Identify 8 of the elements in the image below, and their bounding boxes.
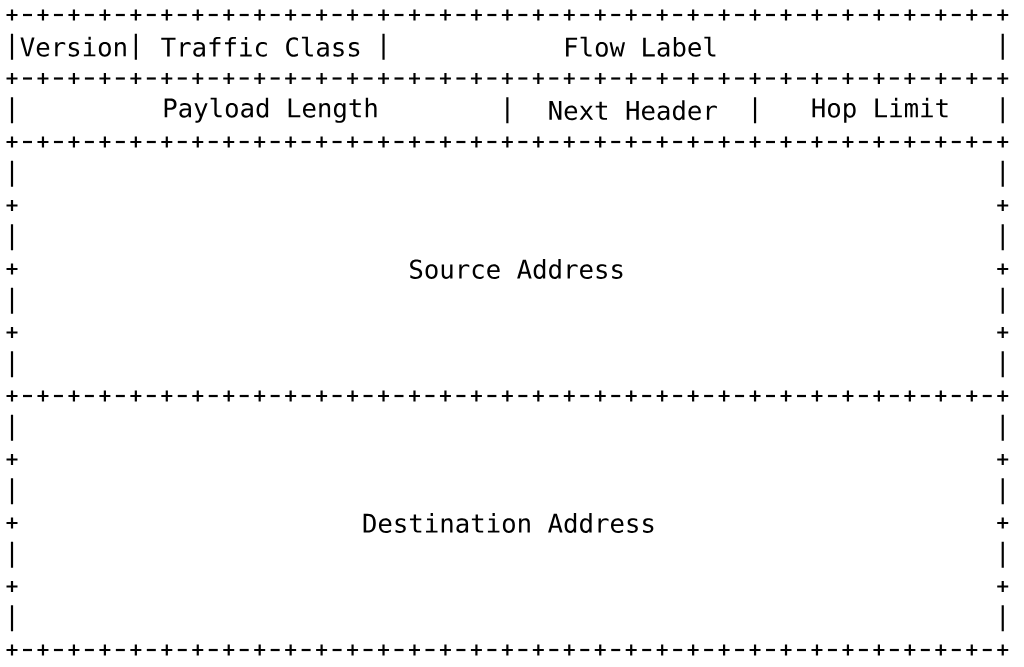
header-field: Flow Label <box>566 36 716 57</box>
header-field: Traffic Class <box>161 36 360 57</box>
header-field: Payload Length <box>164 97 377 123</box>
header-field: Version <box>20 36 126 57</box>
header-field: Hop Limit <box>812 97 948 123</box>
header-field: Next Header <box>549 100 717 121</box>
header-field: Destination Address <box>363 513 654 533</box>
header-field: Source Address <box>410 259 623 279</box>
